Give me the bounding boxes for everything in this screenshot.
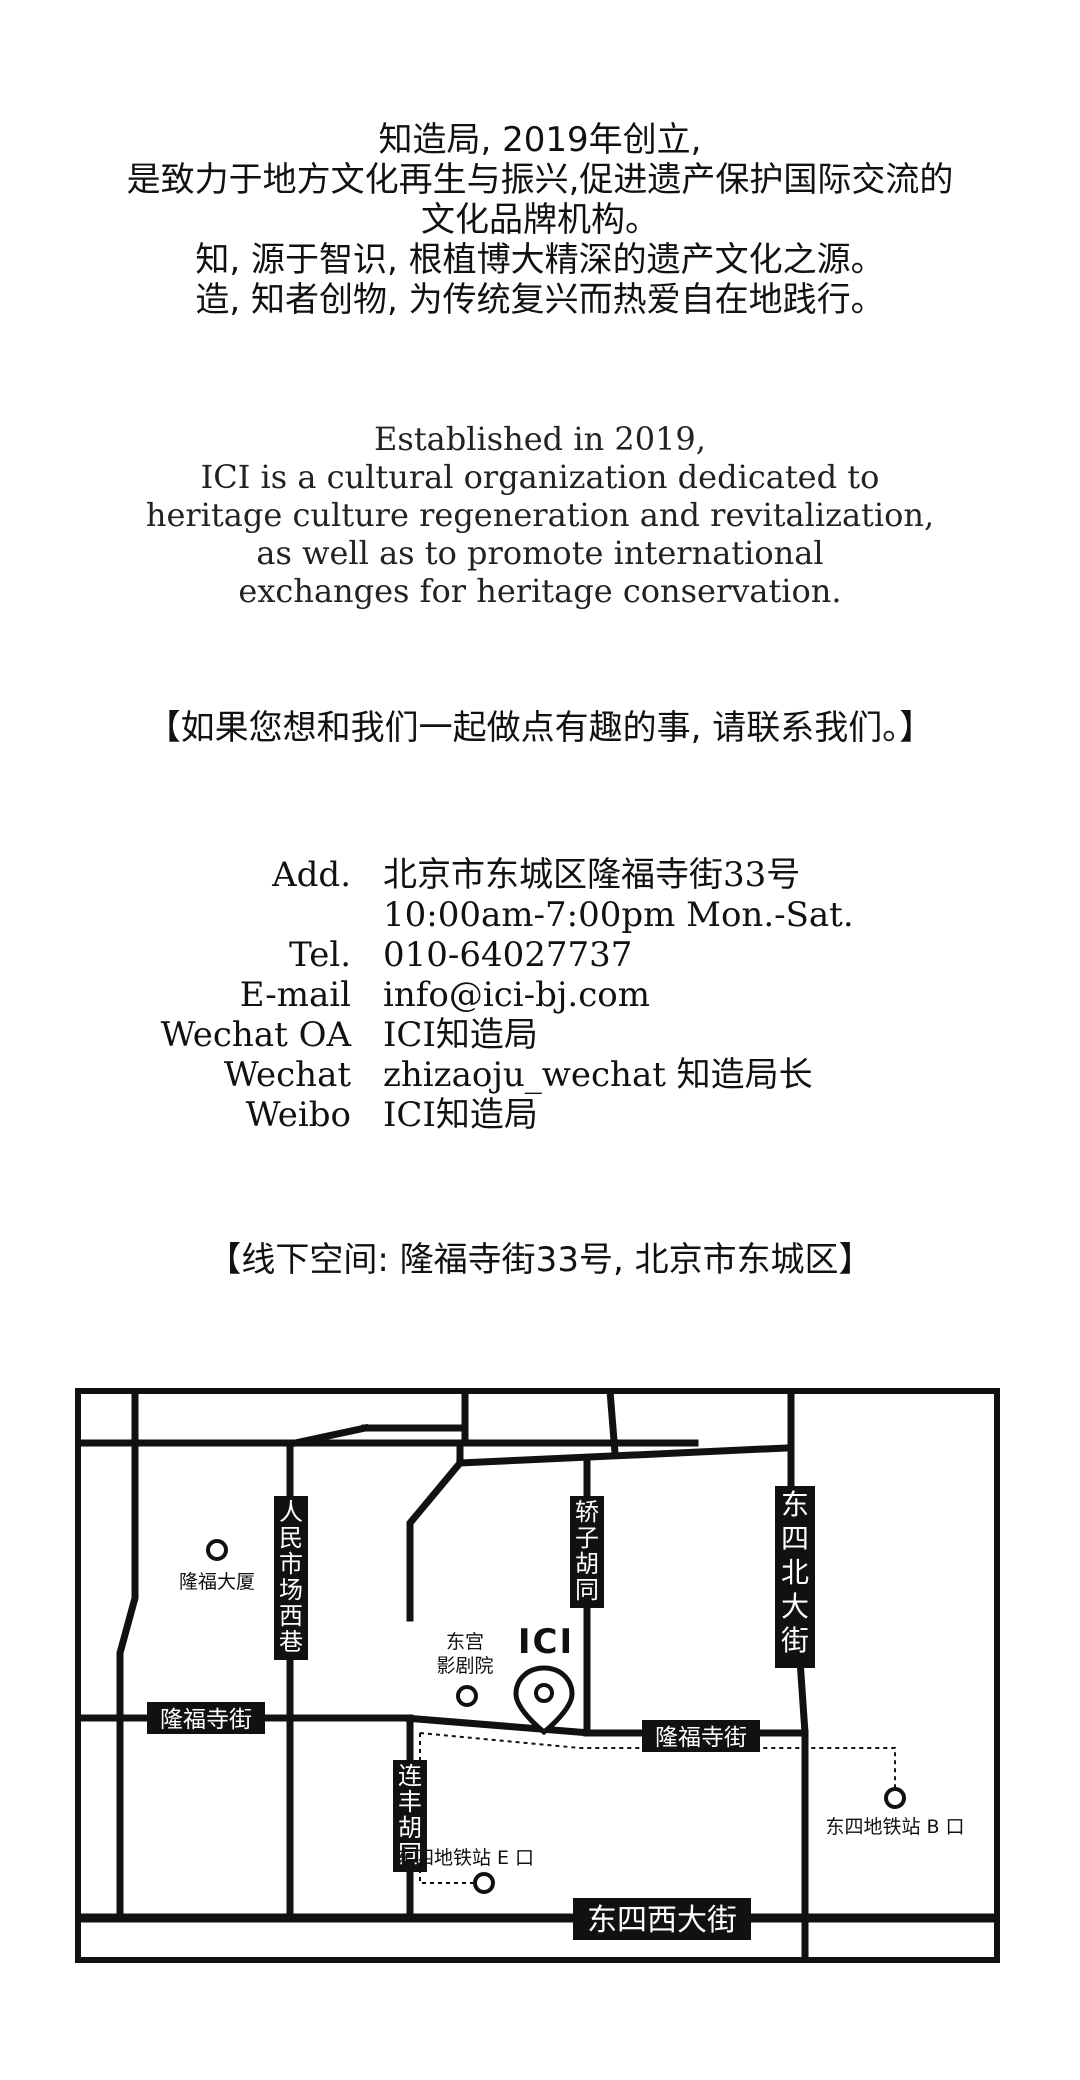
intro-chinese: 知造局, 2019年创立, 是致力于地方文化再生与振兴,促进遗产保护国际交流的 … xyxy=(0,120,1080,320)
road xyxy=(290,1423,370,1448)
email-label: E-mail xyxy=(239,975,351,1015)
contact-row-wechat-oa: Wechat OA ICI知造局 xyxy=(0,1015,1080,1055)
contact-row-weibo: Weibo ICI知造局 xyxy=(0,1095,1080,1135)
intro-cn-line: 是致力于地方文化再生与振兴,促进遗产保护国际交流的 xyxy=(126,160,954,200)
street-label-char: 连 xyxy=(398,1762,422,1790)
street-label-box xyxy=(274,1496,308,1660)
street-label-char: 西 xyxy=(279,1602,303,1630)
map-pin-dot-icon xyxy=(534,1683,554,1703)
email-link[interactable]: info@ici-bj.com xyxy=(383,975,650,1015)
poi-longfu-tower: 隆福大厦 xyxy=(179,1539,255,1593)
road xyxy=(606,1388,619,1457)
road xyxy=(116,1388,139,1922)
contact-row-tel: Tel. 010-64027737 xyxy=(0,935,1080,975)
address-label: Add. xyxy=(272,855,351,895)
street-label-char: 街 xyxy=(781,1624,809,1657)
contact-info: Add. 北京市东城区隆福寺街33号 10:00am-7:00pm Mon.-S… xyxy=(0,855,1080,1135)
label-jiaozi-hutong: 轿 子 胡 同 xyxy=(570,1496,604,1608)
contact-row-wechat: Wechat zhizaoju_wechat 知造局长 xyxy=(0,1055,1080,1095)
contact-row-email: E-mail info@ici-bj.com xyxy=(0,975,1080,1015)
label-renmin-market-west: 人 民 市 场 西 巷 xyxy=(274,1496,308,1660)
tel-label: Tel. xyxy=(289,935,351,975)
ici-logo: ICI xyxy=(518,1622,574,1662)
ici-location-marker[interactable]: ICI xyxy=(513,1622,575,1736)
street-label-char: 丰 xyxy=(398,1788,422,1816)
road xyxy=(406,1439,464,1622)
address-value: 北京市东城区隆福寺街33号 xyxy=(383,855,801,895)
location-map: 人 民 市 场 西 巷 轿 子 胡 同 东 四 北 大 街 连 丰 胡 同 xyxy=(75,1388,1000,1963)
label-lianfeng-hutong: 连 丰 胡 同 xyxy=(393,1760,427,1872)
offline-space-heading: 【线下空间: 隆福寺街33号, 北京市东城区】 xyxy=(207,1240,873,1280)
poi-marker-icon xyxy=(456,1685,478,1707)
road xyxy=(456,1444,790,1467)
poi-label: 隆福大厦 xyxy=(179,1571,255,1593)
intro-en-line: heritage culture regeneration and revita… xyxy=(145,496,935,534)
street-label-char: 人 xyxy=(279,1498,303,1526)
street-label-char: 民 xyxy=(279,1524,303,1552)
label-longfusi-west: 隆福寺街 xyxy=(147,1702,265,1734)
road xyxy=(787,1388,809,1963)
wechat-value: zhizaoju_wechat 知造局长 xyxy=(383,1055,813,1095)
subway-station-icon xyxy=(884,1787,906,1809)
poi-subway-e: 东四地铁站 E 口 xyxy=(396,1847,534,1894)
intro-en-line: exchanges for heritage conservation. xyxy=(238,572,842,610)
street-label-char: 东 xyxy=(781,1488,809,1521)
weibo-value: ICI知造局 xyxy=(383,1095,538,1135)
tel-value[interactable]: 010-64027737 xyxy=(383,935,633,975)
street-label-box xyxy=(570,1496,604,1608)
intro-cn-line: 文化品牌机构。 xyxy=(421,200,659,240)
poi-subway-b: 东四地铁站 B 口 xyxy=(825,1787,965,1838)
label-longfusi-east: 隆福寺街 xyxy=(642,1720,760,1752)
poi-label: 东四地铁站 E 口 xyxy=(396,1847,534,1869)
street-label-char: 巷 xyxy=(279,1628,303,1656)
intro-cn-line: 造, 知者创物, 为传统复兴而热爱自在地践行。 xyxy=(195,280,885,320)
street-label-char: 胡 xyxy=(398,1814,422,1842)
poi-label: 东四地铁站 B 口 xyxy=(825,1816,964,1838)
poi-label: 影剧院 xyxy=(436,1655,493,1677)
wechat-oa-value: ICI知造局 xyxy=(383,1015,538,1055)
weibo-label: Weibo xyxy=(245,1095,351,1135)
contact-row-address: Add. 北京市东城区隆福寺街33号 xyxy=(0,855,1080,895)
street-label-char: 同 xyxy=(575,1576,599,1604)
street-label-char: 北 xyxy=(781,1556,809,1589)
poi-donggong-cinema: 东宫 影剧院 xyxy=(436,1631,494,1707)
street-label-char: 四 xyxy=(781,1522,809,1555)
location-map-svg: 人 民 市 场 西 巷 轿 子 胡 同 东 四 北 大 街 连 丰 胡 同 xyxy=(75,1388,1000,1963)
street-label-text: 隆福寺街 xyxy=(160,1707,252,1733)
subway-station-icon xyxy=(473,1872,495,1894)
street-label-char: 同 xyxy=(398,1840,422,1868)
wechat-label: Wechat xyxy=(223,1055,351,1095)
poi-marker-icon xyxy=(206,1539,228,1561)
intro-english: Established in 2019, ICI is a cultural o… xyxy=(0,420,1080,610)
label-dongsi-north: 东 四 北 大 街 xyxy=(775,1486,815,1668)
intro-cn-line: 知, 源于智识, 根植博大精深的遗产文化之源。 xyxy=(195,240,885,280)
opening-hours: 10:00am-7:00pm Mon.-Sat. xyxy=(383,895,854,935)
label-dongsi-west: 东四西大街 xyxy=(573,1898,751,1940)
street-label-char: 子 xyxy=(575,1524,599,1552)
street-label-box xyxy=(775,1486,815,1668)
street-label-text: 东四西大街 xyxy=(587,1903,737,1938)
street-label-box xyxy=(642,1720,760,1752)
street-label-char: 大 xyxy=(781,1590,809,1623)
poi-label: 东宫 xyxy=(446,1631,484,1653)
street-label-text: 隆福寺街 xyxy=(655,1725,747,1751)
wechat-oa-label: Wechat OA xyxy=(160,1015,351,1055)
street-label-char: 场 xyxy=(279,1576,303,1604)
street-label-box xyxy=(393,1760,427,1872)
contact-row-hours: 10:00am-7:00pm Mon.-Sat. xyxy=(0,895,1080,935)
map-frame xyxy=(75,1388,1000,1963)
intro-cn-line: 知造局, 2019年创立, xyxy=(378,120,702,160)
street-label-box xyxy=(573,1898,751,1940)
intro-en-line: as well as to promote international xyxy=(256,534,824,572)
intro-en-line: ICI is a cultural organization dedicated… xyxy=(200,458,880,496)
street-label-char: 轿 xyxy=(575,1498,599,1526)
intro-en-line: Established in 2019, xyxy=(374,420,706,458)
street-label-box xyxy=(147,1702,265,1734)
contact-cta: 【如果您想和我们一起做点有趣的事, 请联系我们。】 xyxy=(146,708,934,748)
street-label-char: 市 xyxy=(279,1550,303,1578)
street-label-char: 胡 xyxy=(575,1550,599,1578)
walk-path xyxy=(419,1732,896,1788)
